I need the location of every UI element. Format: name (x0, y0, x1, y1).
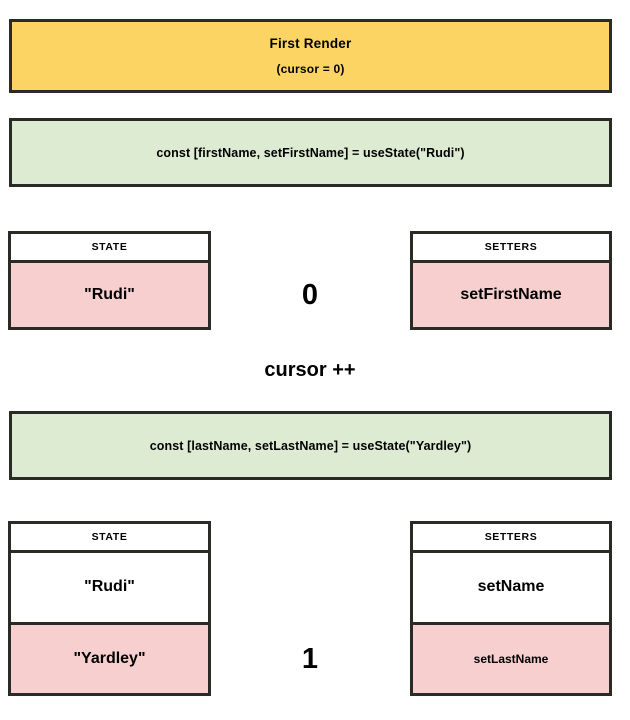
hook-code-text-1: const [firstName, setFirstName] = useSta… (156, 145, 465, 160)
banner-title: First Render (269, 36, 352, 51)
setters-table-2-row-1: setLastName (413, 621, 609, 694)
cursor-index-1: 1 (301, 643, 319, 675)
setter-value: setName (477, 578, 545, 596)
setters-table-2-row-0: setName (413, 553, 609, 622)
setters-table-2: SETTERS setName setLastName (410, 521, 612, 696)
setters-table-1: SETTERS setFirstName (410, 231, 612, 330)
hook-code-strip-2: const [lastName, setLastName] = useState… (9, 411, 612, 480)
setter-value: setFirstName (460, 286, 562, 304)
first-render-banner: First Render (cursor = 0) (9, 19, 612, 93)
setter-value: setLastName (473, 651, 549, 666)
cursor-increment-label: cursor ++ (264, 359, 356, 381)
state-table-1: STATE "Rudi" (8, 231, 211, 330)
state-value: "Yardley" (73, 649, 146, 667)
hook-code-text-2: const [lastName, setLastName] = useState… (149, 438, 472, 453)
banner-subtitle: (cursor = 0) (276, 62, 345, 76)
state-table-2-row-0: "Rudi" (11, 553, 208, 622)
state-table-2-header: STATE (11, 524, 208, 554)
state-table-2: STATE "Rudi" "Yardley" (8, 521, 211, 696)
state-value: "Rudi" (84, 286, 135, 304)
setters-table-2-header: SETTERS (413, 524, 609, 554)
setters-table-1-header: SETTERS (413, 234, 609, 264)
cursor-index-0: 0 (301, 279, 319, 311)
state-table-1-row-0: "Rudi" (11, 263, 208, 327)
hook-code-strip-1: const [firstName, setFirstName] = useSta… (9, 118, 612, 187)
setters-table-1-row-0: setFirstName (413, 263, 609, 327)
state-table-1-header: STATE (11, 234, 208, 264)
state-table-2-row-1: "Yardley" (11, 621, 208, 694)
state-value: "Rudi" (84, 578, 135, 596)
